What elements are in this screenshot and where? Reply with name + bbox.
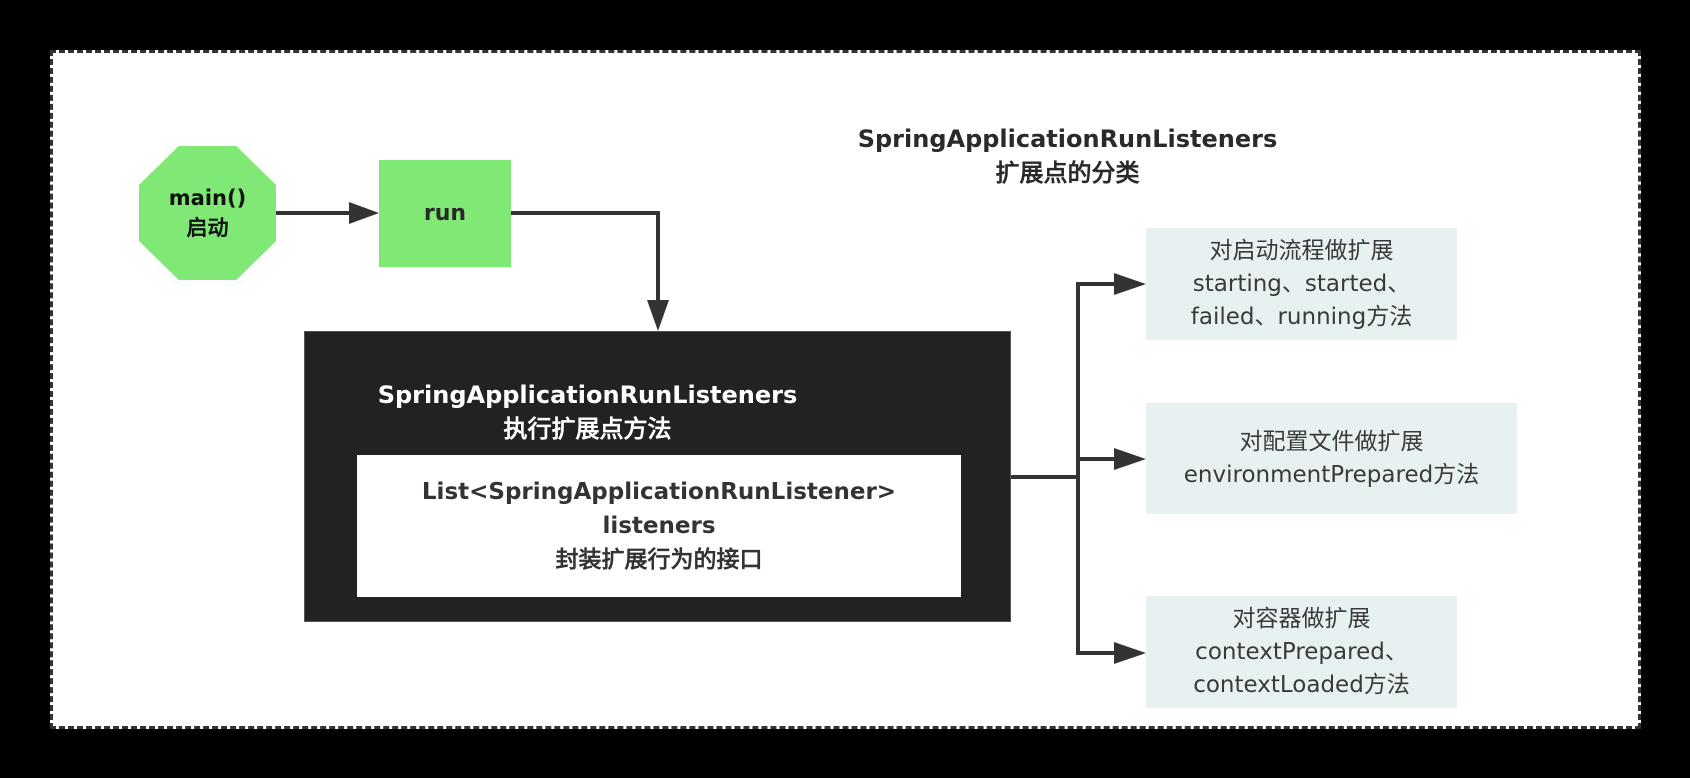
extension-node-startup[interactable]: 对启动流程做扩展 starting、started、 failed、runnin… [1146, 228, 1457, 340]
listeners-list-node[interactable]: List<SpringApplicationRunListener> liste… [357, 455, 961, 597]
start-node-label-line2: 启动 [186, 216, 229, 240]
extension-node-config[interactable]: 对配置文件做扩展 environmentPrepared方法 [1146, 403, 1517, 514]
listeners-container-node[interactable]: SpringApplicationRunListeners 执行扩展点方法 Li… [304, 331, 1011, 622]
listeners-list-line2: listeners [602, 513, 716, 539]
diagram-title-line2: 扩展点的分类 [995, 159, 1140, 187]
listeners-container-title: SpringApplicationRunListeners 执行扩展点方法 [235, 378, 940, 446]
extension-startup-line2: starting、started、 [1192, 270, 1411, 297]
start-node-label-line1: main() [168, 186, 247, 210]
extension-config-line1: 对配置文件做扩展 [1239, 428, 1424, 455]
listeners-container-title-line2: 执行扩展点方法 [503, 415, 672, 443]
listeners-list-line3: 封装扩展行为的接口 [555, 547, 763, 573]
run-node[interactable]: run [379, 160, 511, 267]
extension-startup-line3: failed、running方法 [1190, 303, 1413, 330]
extension-context-line3: contextLoaded方法 [1193, 671, 1410, 698]
extension-context-line1: 对容器做扩展 [1232, 605, 1371, 632]
extension-context-line2: contextPrepared、 [1195, 638, 1408, 665]
diagram-title-line1: SpringApplicationRunListeners [857, 125, 1278, 153]
diagram-title: SpringApplicationRunListeners 扩展点的分类 [800, 122, 1335, 190]
start-node-main[interactable]: main() 启动 [139, 146, 276, 280]
listeners-list-line1: List<SpringApplicationRunListener> [421, 479, 897, 505]
extension-node-context[interactable]: 对容器做扩展 contextPrepared、 contextLoaded方法 [1146, 596, 1457, 708]
extension-config-line2: environmentPrepared方法 [1183, 461, 1480, 488]
extension-startup-line1: 对启动流程做扩展 [1209, 237, 1394, 264]
listeners-container-title-line1: SpringApplicationRunListeners [377, 381, 798, 409]
run-node-label: run [423, 201, 467, 226]
